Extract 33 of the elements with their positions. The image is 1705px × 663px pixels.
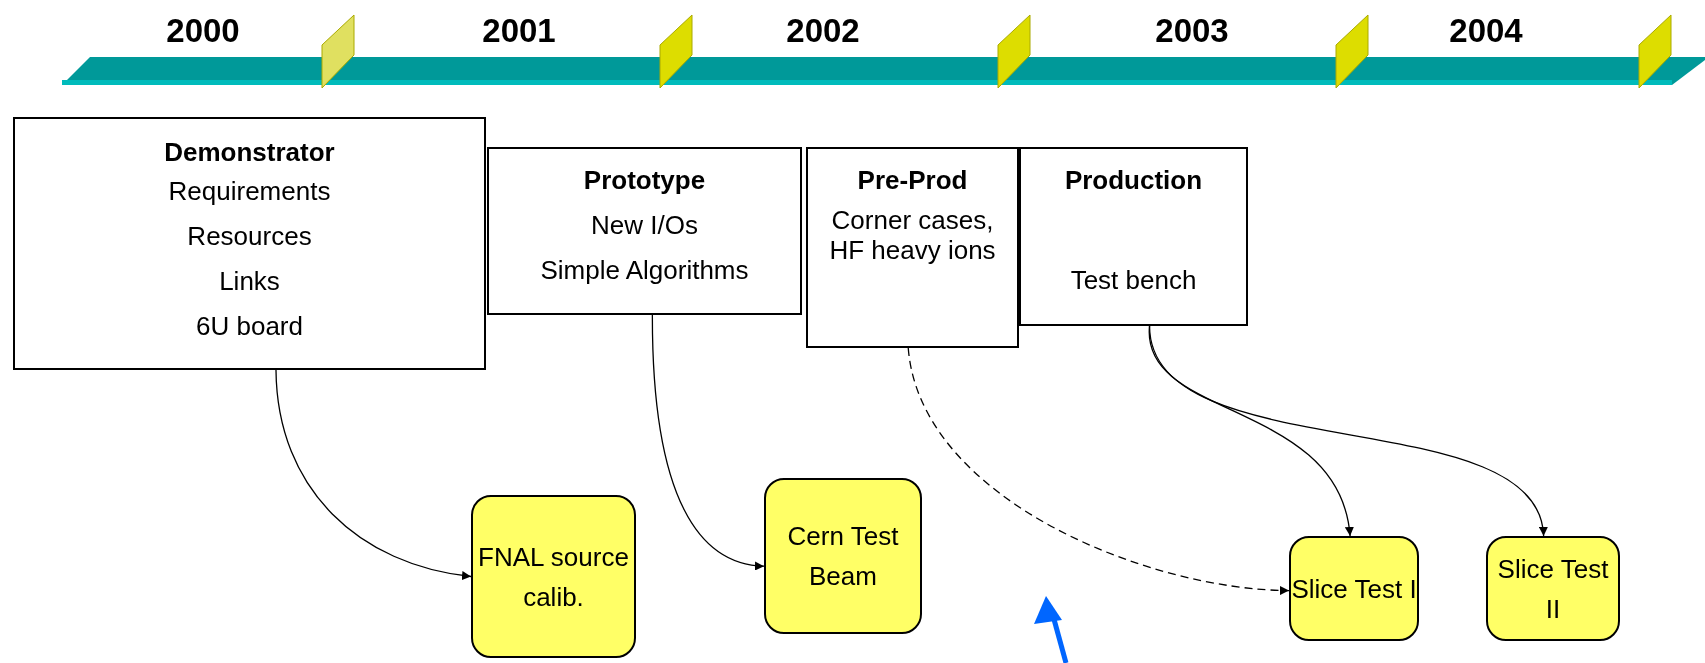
year-label: 2001 [482, 12, 556, 50]
dashed-arrow [907, 347, 1290, 595]
phase-item: Requirements [168, 175, 331, 208]
phase-item: Simple Algorithms [540, 254, 749, 287]
phase-item: Resources [187, 220, 312, 253]
test-event-box [1486, 536, 1620, 641]
phase-title: Pre-Prod [857, 165, 968, 195]
year-label: 2003 [1155, 12, 1229, 50]
event-label: Slice Test II [1496, 552, 1610, 626]
event-label: FNAL source calib. [477, 540, 630, 614]
phase-item: Test bench [1070, 265, 1197, 295]
phase-item: 6U board [196, 310, 303, 343]
year-label: 2000 [166, 12, 240, 50]
curved-arrow [651, 314, 765, 570]
test-event-box [471, 495, 636, 658]
phase-title: Demonstrator [164, 137, 335, 167]
phase-item: New I/Os [591, 209, 698, 242]
curved-arrow [1148, 325, 1546, 537]
phase-item: Links [219, 265, 280, 298]
phase-item: Corner cases, HF heavy ions [828, 205, 997, 265]
test-event-box [1289, 536, 1419, 641]
curved-arrow [275, 369, 472, 580]
event-label: Cern Test Beam [786, 520, 900, 593]
phase-box [806, 147, 1019, 348]
phase-title: Prototype [583, 165, 706, 195]
phase-box [13, 117, 486, 370]
event-label: Slice Test I [1291, 572, 1417, 606]
year-label: 2002 [786, 12, 860, 50]
test-event-box [764, 478, 922, 634]
phase-title: Production [1064, 165, 1203, 195]
year-label: 2004 [1449, 12, 1523, 50]
phase-box [487, 147, 802, 315]
phase-box [1019, 147, 1248, 326]
